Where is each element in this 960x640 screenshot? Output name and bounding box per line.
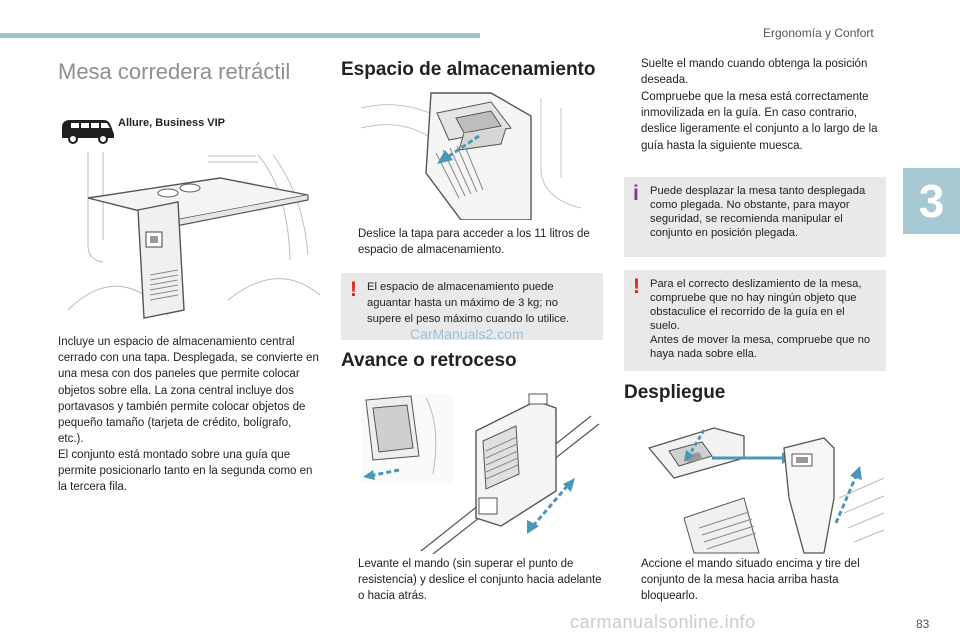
watermark-carmanualsonline: carmanualsonline.info [570, 612, 756, 632]
release-bullet-text: Suelte el mando cuando obtenga la posici… [641, 58, 868, 87]
deploy-heading: Despliegue [624, 382, 726, 403]
bullet-marker [624, 556, 641, 605]
storage-bullet: Deslice la tapa para acceder a los 11 li… [341, 226, 603, 258]
page-title: Mesa corredera retráctil [58, 59, 291, 84]
storage-warning-text: El espacio de almacenamiento puede aguan… [367, 281, 570, 325]
bullet-marker [624, 56, 641, 88]
guide-warning-text-1: Para el correcto deslizamiento de la mes… [650, 278, 862, 332]
deploy-bullet: Accione el mando situado encima y tire d… [624, 556, 886, 605]
storage-illustration [360, 92, 582, 220]
page-number: 83 [916, 617, 930, 631]
header-accent-bar [0, 33, 480, 38]
van-icon [62, 120, 114, 144]
bullet-marker [341, 556, 358, 605]
bullet-marker [341, 226, 358, 258]
move-heading: Avance o retroceso [341, 350, 517, 371]
info-icon: i [633, 182, 639, 205]
bullet-marker [624, 89, 641, 154]
watermark-carmanuals2: CarManuals2.com [410, 326, 524, 342]
intro-paragraph: Incluye un espacio de almacenamiento cen… [58, 336, 319, 446]
storage-heading: Espacio de almacenamiento [341, 59, 596, 80]
deploy-bullet-text: Accione el mando situado encima y tire d… [641, 558, 860, 603]
move-bullet-text: Levante el mando (sin superar el punto d… [358, 558, 602, 603]
check-bullet: Compruebe que la mesa está correctamente… [624, 89, 886, 154]
warning-icon: ! [633, 275, 640, 298]
move-illustration [361, 393, 600, 554]
move-bullet: Levante el mando (sin superar el punto d… [341, 556, 603, 605]
guide-warning-note: ! Para el correcto deslizamiento de la m… [624, 270, 886, 371]
guide-warning-text-2: Antes de mover la mesa, compruebe que no… [650, 334, 871, 360]
deploy-illustration [647, 427, 885, 554]
check-bullet-text: Compruebe que la mesa está correctamente… [641, 91, 878, 152]
rail-paragraph: El conjunto está montado sobre una guía … [58, 449, 313, 494]
warning-icon: ! [350, 278, 357, 301]
storage-bullet-text: Deslice la tapa para acceder a los 11 li… [358, 228, 590, 257]
table-illustration [67, 152, 320, 319]
trim-badge: Allure, Business VIP [118, 117, 225, 129]
info-note: i Puede desplazar la mesa tanto desplega… [624, 177, 886, 257]
info-note-text: Puede desplazar la mesa tanto desplegada… [650, 185, 866, 239]
storage-warning-note: ! El espacio de almacenamiento puede agu… [341, 273, 603, 340]
chapter-tab: 3 [903, 168, 960, 234]
section-title: Ergonomía y Confort [763, 26, 874, 40]
release-bullet: Suelte el mando cuando obtenga la posici… [624, 56, 886, 88]
